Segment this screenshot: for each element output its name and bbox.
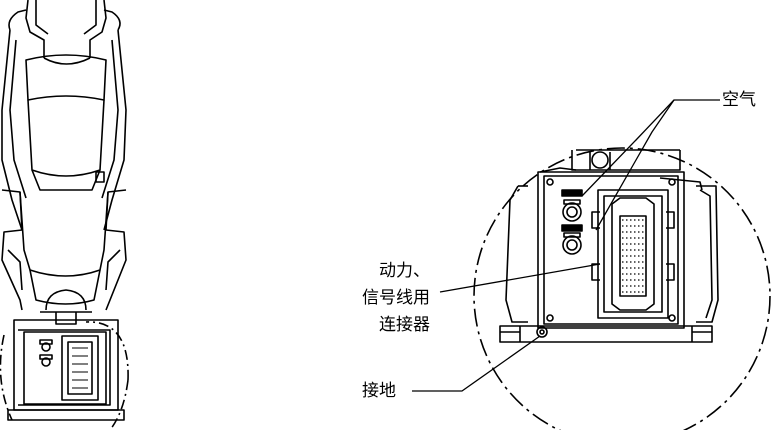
label-power-line3: 连接器: [379, 315, 430, 335]
robot-arm-view: [0, 0, 129, 430]
connector-pins: [622, 219, 644, 293]
label-power-line1: 动力、: [379, 261, 430, 281]
label-ground: 接地: [362, 381, 396, 401]
label-air: 空气: [722, 90, 756, 110]
label-power-line2: 信号线用: [362, 288, 430, 308]
magnified-base-view: [412, 99, 771, 430]
